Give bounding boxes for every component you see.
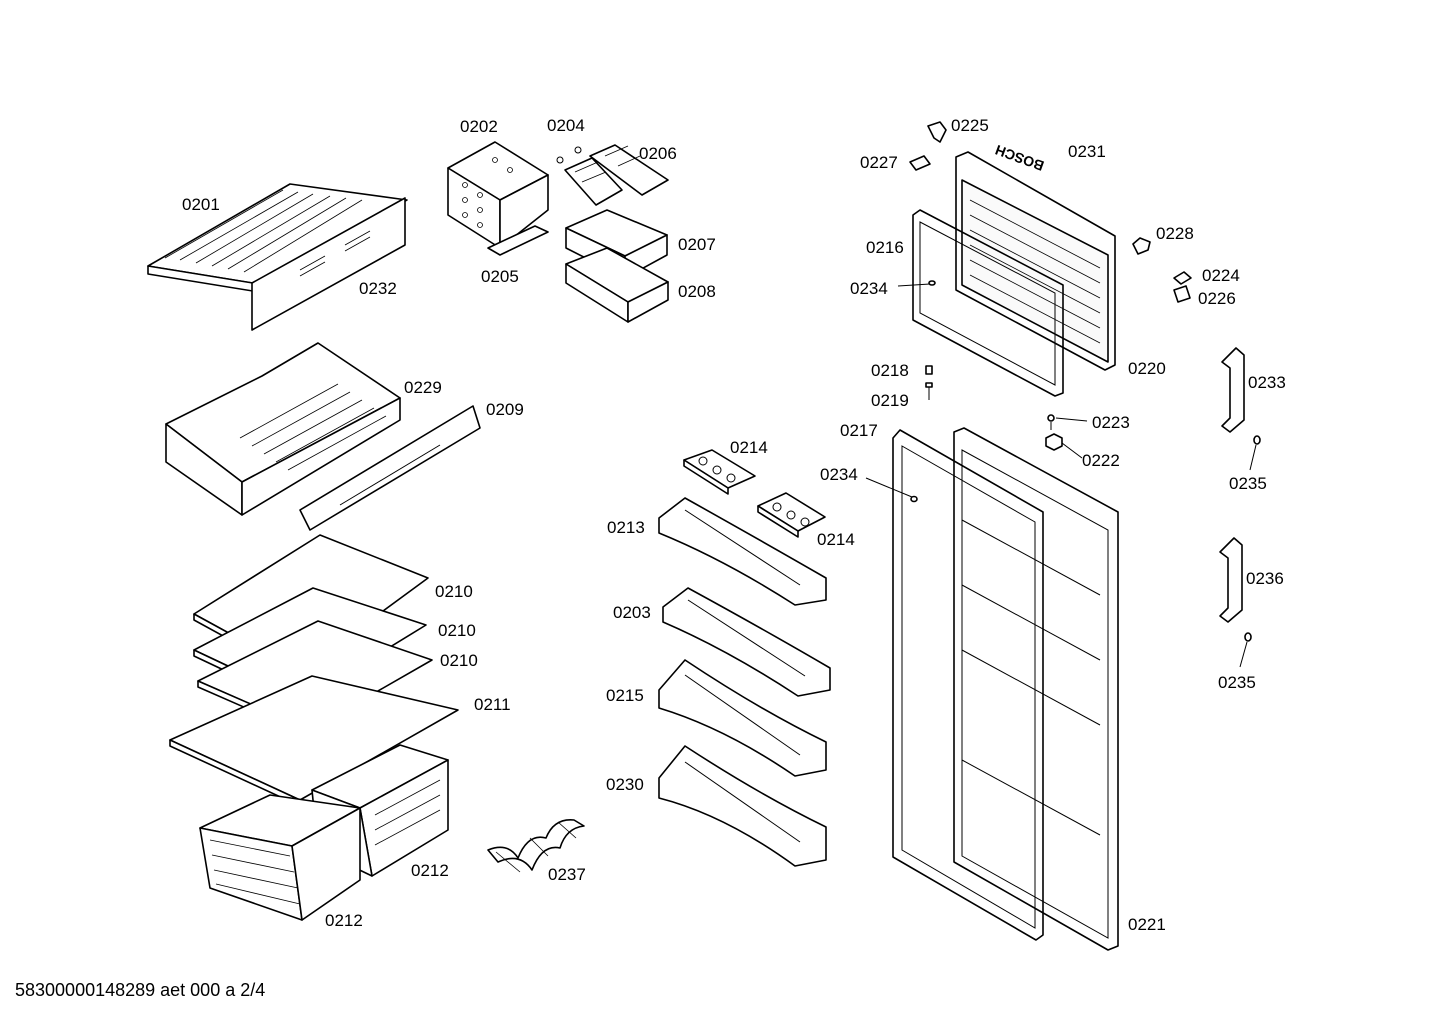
- part-0201-shelf-rack: [147, 183, 408, 294]
- part-0224-cover: [1173, 271, 1192, 285]
- part-0232-shelf-front: [251, 197, 406, 331]
- label-0216: 0216: [866, 238, 904, 257]
- part-0202-bracket: [447, 141, 549, 249]
- part-0206-ice-trays: [564, 144, 669, 206]
- part-0226-plate: [1173, 285, 1191, 303]
- part-0218-screw: [925, 365, 933, 375]
- part-0237-bottle-rack: [487, 819, 585, 873]
- label-0223: 0223: [1092, 413, 1130, 432]
- label-0215: 0215: [606, 686, 644, 705]
- label-0213: 0213: [607, 518, 645, 537]
- part-0227-cover: [909, 155, 931, 171]
- label-0235-a: 0235: [1229, 474, 1267, 493]
- label-0233: 0233: [1248, 373, 1286, 392]
- label-0225: 0225: [951, 116, 989, 135]
- part-0213-door-rack: [658, 497, 827, 606]
- label-0229: 0229: [404, 378, 442, 397]
- label-0202: 0202: [460, 117, 498, 136]
- part-0208-ice-bin: [565, 247, 669, 323]
- part-0222-block: [1045, 433, 1063, 451]
- label-0218: 0218: [871, 361, 909, 380]
- label-0228: 0228: [1156, 224, 1194, 243]
- label-0212-b: 0212: [325, 911, 363, 930]
- part-0205-strip: [487, 225, 549, 256]
- part-0229-freezer-drawer: [165, 342, 401, 516]
- part-0203-door-rack: [662, 587, 831, 697]
- leader-lines: [865, 283, 1257, 668]
- part-0219-pin: [925, 382, 933, 400]
- label-0237: 0237: [548, 865, 586, 884]
- part-0204-clips: [556, 146, 582, 164]
- label-0236: 0236: [1246, 569, 1284, 588]
- label-0231: 0231: [1068, 142, 1106, 161]
- label-0207: 0207: [678, 235, 716, 254]
- part-0233-hinge: [1221, 347, 1245, 433]
- label-0205: 0205: [481, 267, 519, 286]
- part-0234-clip-lower: [910, 495, 918, 503]
- label-0210-a: 0210: [435, 582, 473, 601]
- label-0212-a: 0212: [411, 861, 449, 880]
- label-0203: 0203: [613, 603, 651, 622]
- part-0235-washer-1: [1253, 435, 1261, 445]
- label-0227: 0227: [860, 153, 898, 172]
- label-0206: 0206: [639, 144, 677, 163]
- part-0230-door-rack: [658, 745, 827, 867]
- part-0234-clip-upper: [928, 280, 936, 286]
- part-0236-hinge: [1219, 537, 1243, 623]
- part-0214-egg-tray-2: [757, 492, 826, 538]
- label-0220: 0220: [1128, 359, 1166, 378]
- label-0210-b: 0210: [438, 621, 476, 640]
- label-0232: 0232: [359, 279, 397, 298]
- label-0201: 0201: [182, 195, 220, 214]
- part-0209-drawer-front: [299, 405, 481, 531]
- part-0235-washer-2: [1244, 632, 1252, 642]
- part-0215-door-rack: [658, 659, 827, 777]
- label-0214-a: 0214: [730, 438, 768, 457]
- label-0222: 0222: [1082, 451, 1120, 470]
- label-0217: 0217: [840, 421, 878, 440]
- label-0234-b: 0234: [820, 465, 858, 484]
- part-0217-door-gasket: [892, 429, 1044, 941]
- label-0214-b: 0214: [817, 530, 855, 549]
- part-0223-screw: [1047, 414, 1055, 430]
- label-0230: 0230: [606, 775, 644, 794]
- part-0214-egg-tray-1: [683, 449, 756, 495]
- part-0225-hinge: [927, 121, 947, 143]
- label-0219: 0219: [871, 391, 909, 410]
- label-0210-c: 0210: [440, 651, 478, 670]
- label-0211: 0211: [474, 695, 511, 714]
- part-0221-refrigerator-door: [953, 427, 1119, 951]
- label-0234-a: 0234: [850, 279, 888, 298]
- label-0235-b: 0235: [1218, 673, 1256, 692]
- document-reference: 58300000148289 aet 000 a 2/4: [15, 980, 266, 1000]
- label-0208: 0208: [678, 282, 716, 301]
- brand-mark: BOSCH: [993, 142, 1046, 174]
- label-0226: 0226: [1198, 289, 1236, 308]
- label-0204: 0204: [547, 116, 585, 135]
- label-0224: 0224: [1202, 266, 1240, 285]
- part-0231-freezer-door: BOSCH: [955, 142, 1116, 371]
- label-0221: 0221: [1128, 915, 1166, 934]
- part-0216-freezer-gasket: [912, 209, 1064, 397]
- part-0228-hinge: [1132, 237, 1151, 255]
- part-0212-crisper-front: [199, 794, 361, 921]
- label-0209: 0209: [486, 400, 524, 419]
